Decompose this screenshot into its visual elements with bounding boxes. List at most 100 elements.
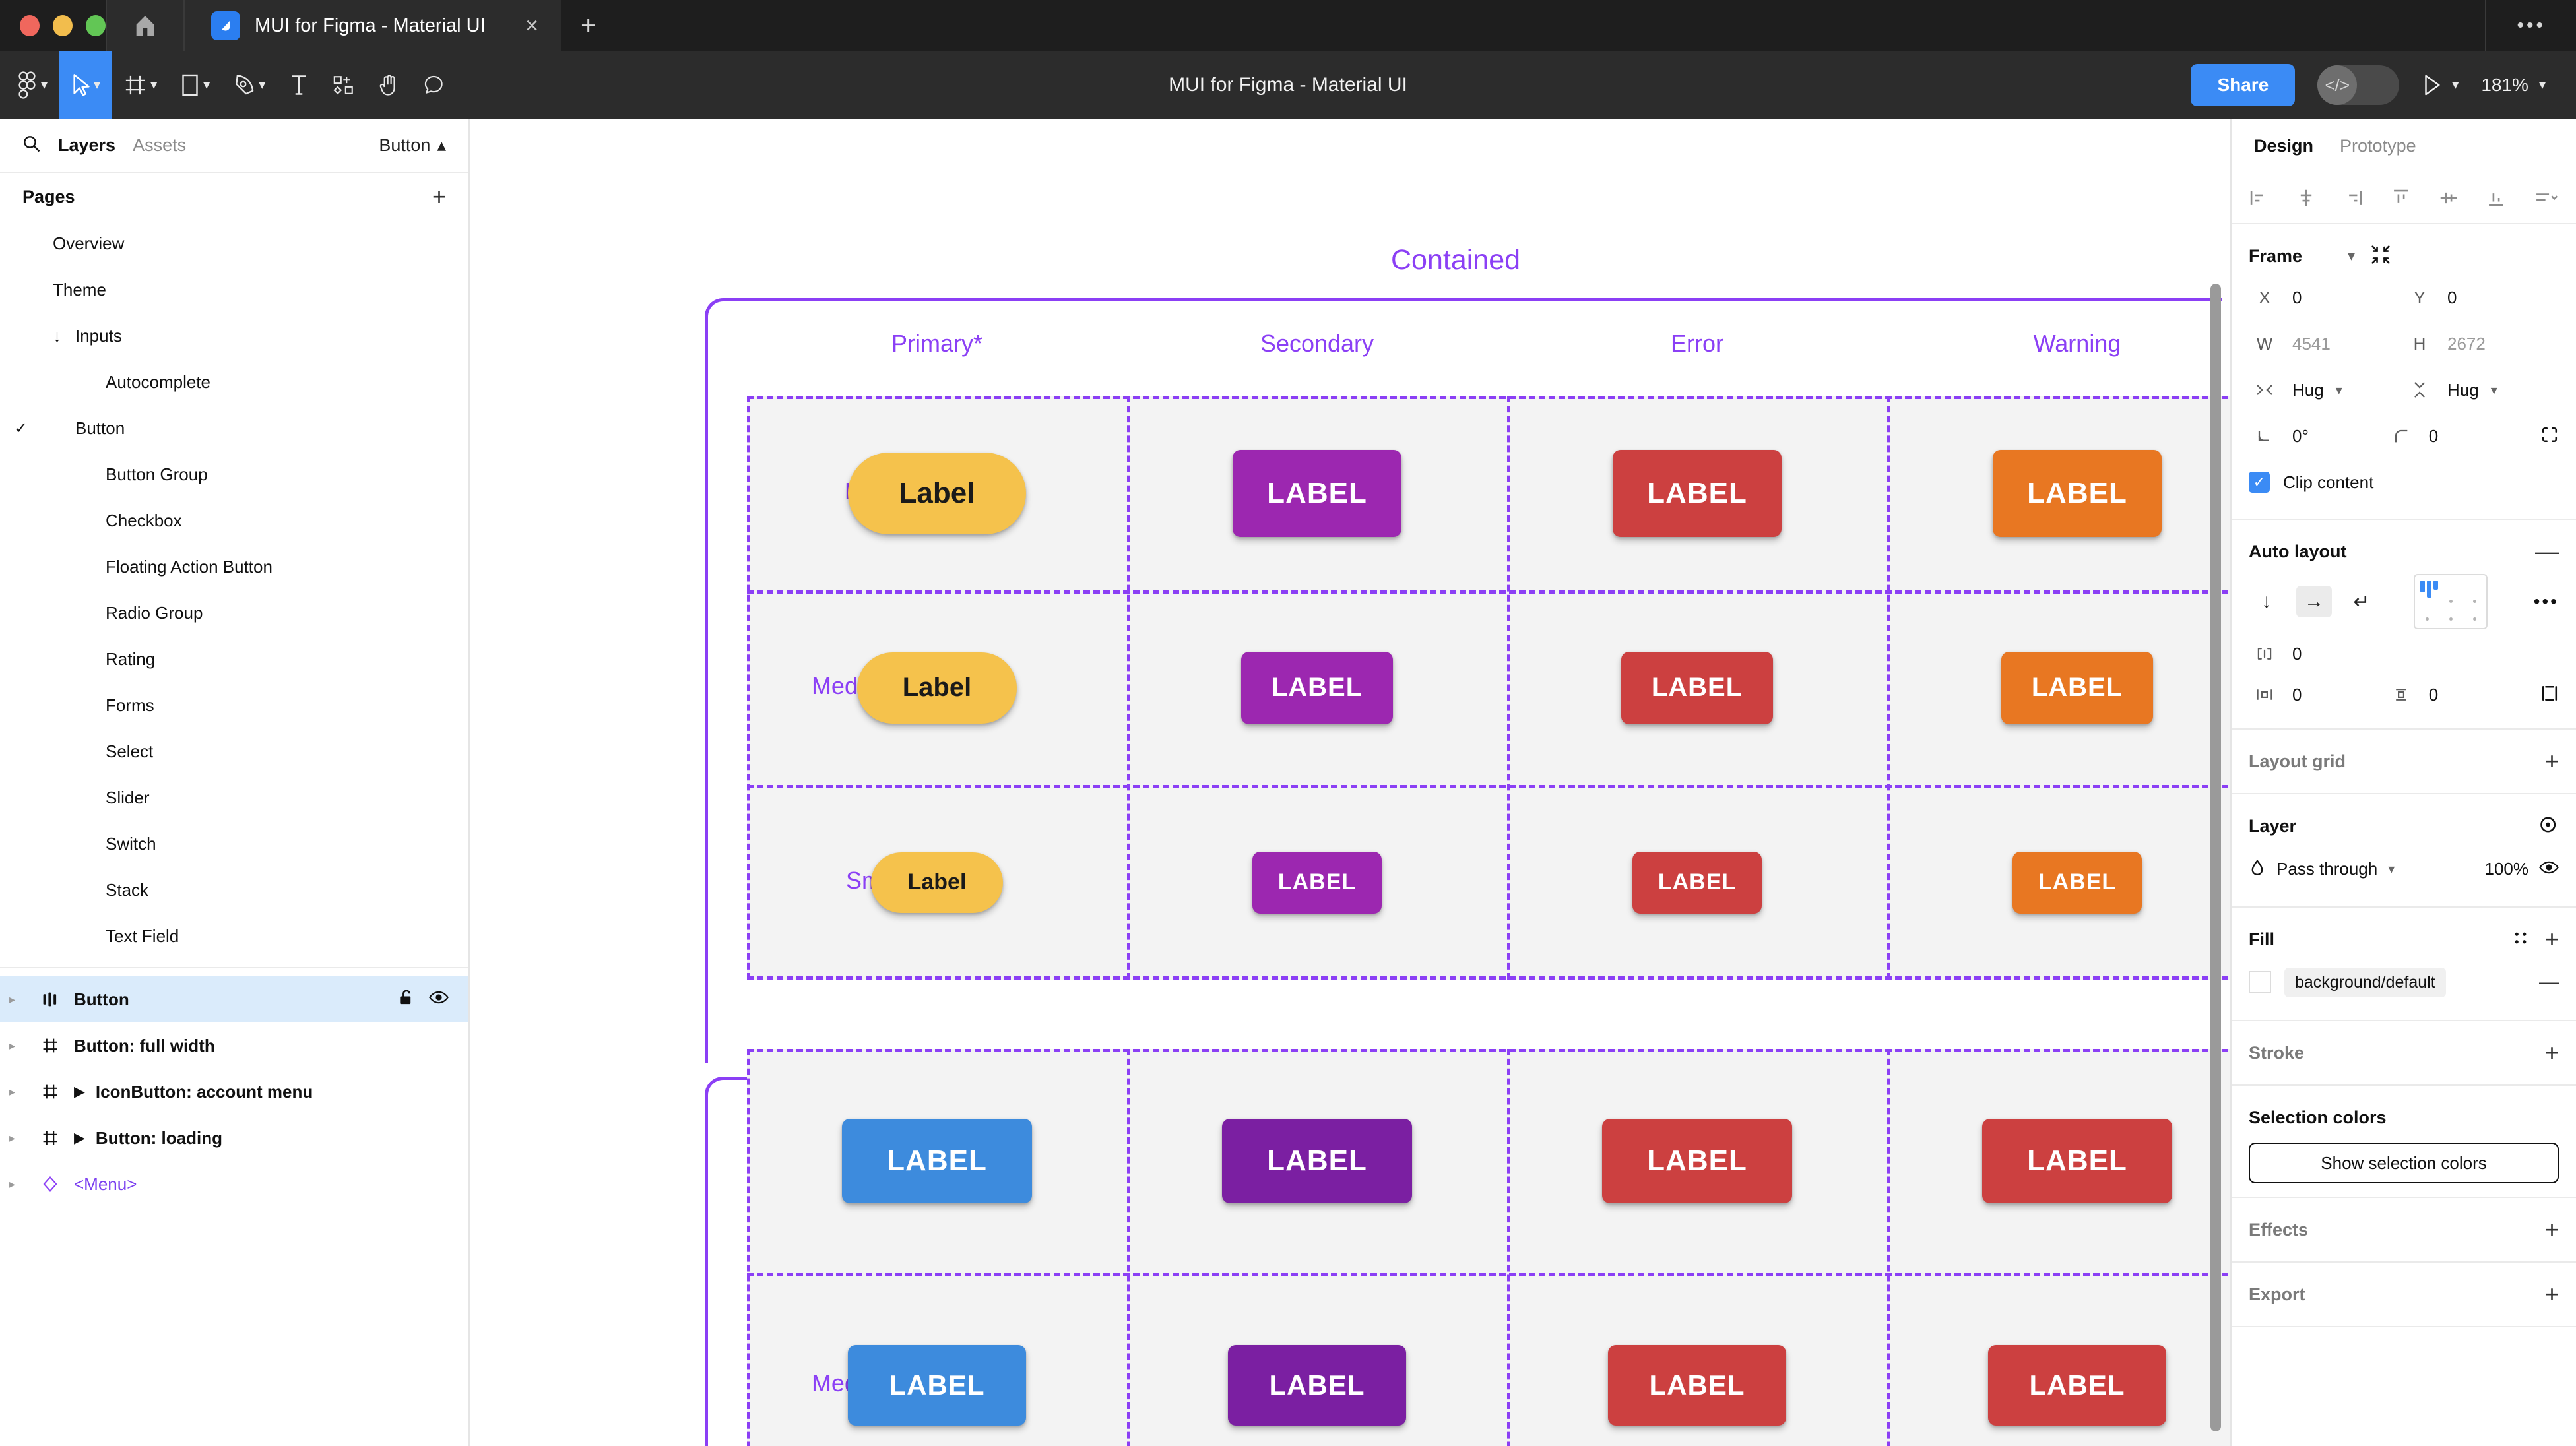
vertical-padding-field[interactable]: 0	[2385, 685, 2522, 705]
layer-expand-icon[interactable]: ▶	[74, 1129, 85, 1146]
auto-layout-gap-field[interactable]: 0	[2249, 644, 2404, 664]
design-button[interactable]: Label	[848, 452, 1026, 534]
page-selector-dropdown[interactable]: Button ▴	[379, 135, 446, 156]
page-item-stack[interactable]: Stack	[0, 867, 468, 913]
design-button[interactable]: LABEL	[1608, 1345, 1786, 1426]
layer-disclosure-triangle-icon[interactable]: ▸	[9, 992, 16, 1006]
layer-disclosure-triangle-icon[interactable]: ▸	[9, 1084, 16, 1098]
design-button[interactable]: LABEL	[1233, 449, 1401, 537]
page-item-forms[interactable]: Forms	[0, 682, 468, 728]
frame-width-field[interactable]: W 4541	[2249, 334, 2404, 354]
add-layout-grid-button[interactable]: +	[2544, 747, 2559, 774]
layer-mask-icon[interactable]	[2539, 815, 2559, 838]
minimize-window-button[interactable]	[53, 15, 73, 36]
design-button[interactable]: LABEL	[1988, 1345, 2166, 1426]
layer-disclosure-triangle-icon[interactable]: ▸	[9, 1131, 16, 1145]
remove-fill-button[interactable]: —	[2539, 971, 2559, 993]
rotation-field[interactable]: 0°	[2249, 426, 2385, 447]
page-item-inputs[interactable]: ↓Inputs	[0, 313, 468, 359]
search-icon[interactable]	[22, 135, 41, 156]
layer-opacity-value[interactable]: 100%	[2484, 858, 2529, 879]
auto-layout-alignment-grid[interactable]	[2414, 574, 2488, 629]
layer-disclosure-triangle-icon[interactable]: ▸	[9, 1038, 16, 1052]
page-item-theme[interactable]: Theme	[0, 267, 468, 313]
design-button[interactable]: LABEL	[2012, 851, 2142, 914]
remove-auto-layout-button[interactable]: —	[2535, 538, 2559, 565]
layer-visibility-eye-icon[interactable]	[2539, 860, 2559, 879]
maximize-window-button[interactable]	[86, 15, 106, 36]
visibility-eye-icon[interactable]	[429, 990, 449, 1010]
distribute-more-icon[interactable]	[2534, 188, 2559, 208]
add-page-button[interactable]: +	[432, 183, 446, 210]
auto-layout-vertical-icon[interactable]: ↓	[2261, 590, 2272, 612]
vertical-resizing-dropdown[interactable]: Hug ▾	[2404, 380, 2559, 400]
layer-row[interactable]: ▸<Menu>	[0, 1161, 468, 1207]
auto-layout-horizontal-icon[interactable]: →	[2296, 586, 2332, 617]
dev-mode-toggle[interactable]: </>	[2317, 65, 2400, 105]
text-tool-icon[interactable]	[277, 51, 321, 119]
page-item-slider[interactable]: Slider	[0, 774, 468, 821]
frame-tool-icon[interactable]: ▾	[112, 51, 169, 119]
unlock-icon[interactable]	[397, 989, 414, 1011]
new-tab-button[interactable]: +	[581, 11, 596, 40]
move-tool-icon[interactable]: ▾	[59, 51, 113, 119]
container-frame-label[interactable]: Contained	[1391, 244, 1521, 276]
design-button[interactable]: LABEL	[1993, 449, 2162, 537]
frame-y-field[interactable]: Y 0	[2404, 288, 2559, 308]
clip-content-checkbox[interactable]: ✓	[2249, 472, 2270, 493]
layer-disclosure-triangle-icon[interactable]: ▸	[9, 1177, 16, 1191]
auto-layout-more-options-icon[interactable]: •••	[2533, 591, 2559, 612]
page-item-overview[interactable]: Overview	[0, 220, 468, 267]
independent-corners-icon[interactable]	[2540, 425, 2559, 447]
horizontal-resizing-dropdown[interactable]: Hug ▾	[2249, 380, 2404, 400]
add-stroke-button[interactable]: +	[2544, 1039, 2559, 1066]
frame-height-field[interactable]: H 2672	[2404, 334, 2559, 354]
design-button[interactable]: LABEL	[2001, 651, 2153, 724]
page-item-autocomplete[interactable]: Autocomplete	[0, 359, 468, 405]
auto-layout-wrap-icon[interactable]: ↵	[2353, 590, 2370, 613]
frame-chevron-down-icon[interactable]: ▾	[2348, 247, 2356, 264]
layer-row[interactable]: ▸Button: full width	[0, 1022, 468, 1069]
fill-style-name[interactable]: background/default	[2284, 967, 2446, 997]
tab-layers[interactable]: Layers	[58, 135, 116, 155]
align-right-icon[interactable]	[2344, 188, 2364, 208]
show-selection-colors-button[interactable]: Show selection colors	[2249, 1143, 2559, 1183]
design-button[interactable]: LABEL	[1621, 651, 1773, 724]
page-item-button-group[interactable]: Button Group	[0, 451, 468, 497]
present-button[interactable]: ▾	[2422, 74, 2459, 96]
page-expand-arrow-icon[interactable]: ↓	[53, 325, 61, 346]
layer-row[interactable]: ▸▶Button: loading	[0, 1115, 468, 1161]
shape-tool-icon[interactable]: ▾	[169, 51, 222, 119]
design-button[interactable]: Label	[871, 852, 1003, 913]
tab-prototype[interactable]: Prototype	[2340, 135, 2416, 156]
design-button[interactable]: LABEL	[1632, 851, 1762, 914]
add-effect-button[interactable]: +	[2544, 1216, 2559, 1243]
add-fill-button[interactable]: +	[2544, 926, 2559, 953]
design-button[interactable]: LABEL	[848, 1345, 1026, 1426]
design-button[interactable]: LABEL	[1613, 449, 1782, 537]
align-top-icon[interactable]	[2391, 188, 2411, 208]
figma-menu-icon[interactable]: ▾	[0, 51, 59, 119]
page-item-radio-group[interactable]: Radio Group	[0, 590, 468, 636]
frame-x-field[interactable]: X 0	[2249, 288, 2404, 308]
zoom-level-dropdown[interactable]: 181% ▾	[2481, 75, 2546, 96]
page-item-text-field[interactable]: Text Field	[0, 913, 468, 959]
design-button[interactable]: Label	[857, 652, 1017, 724]
layer-row[interactable]: ▸▶IconButton: account menu	[0, 1069, 468, 1115]
design-button[interactable]: LABEL	[1982, 1119, 2172, 1203]
blend-mode-value[interactable]: Pass through	[2276, 858, 2378, 879]
align-bottom-icon[interactable]	[2486, 188, 2506, 208]
comment-tool-icon[interactable]	[412, 51, 457, 119]
design-button[interactable]: LABEL	[1602, 1119, 1792, 1203]
tab-design[interactable]: Design	[2254, 135, 2314, 156]
individual-padding-icon[interactable]	[2540, 684, 2559, 706]
design-button[interactable]: LABEL	[1252, 851, 1382, 914]
page-item-checkbox[interactable]: Checkbox	[0, 497, 468, 544]
fill-color-swatch[interactable]	[2249, 971, 2271, 993]
design-button[interactable]: LABEL	[1228, 1345, 1406, 1426]
page-item-floating-action-button[interactable]: Floating Action Button	[0, 544, 468, 590]
pen-tool-icon[interactable]: ▾	[222, 51, 277, 119]
layer-row[interactable]: ▸Button	[0, 976, 468, 1022]
resources-tool-icon[interactable]	[321, 51, 367, 119]
fill-styles-icon[interactable]	[2512, 929, 2529, 950]
